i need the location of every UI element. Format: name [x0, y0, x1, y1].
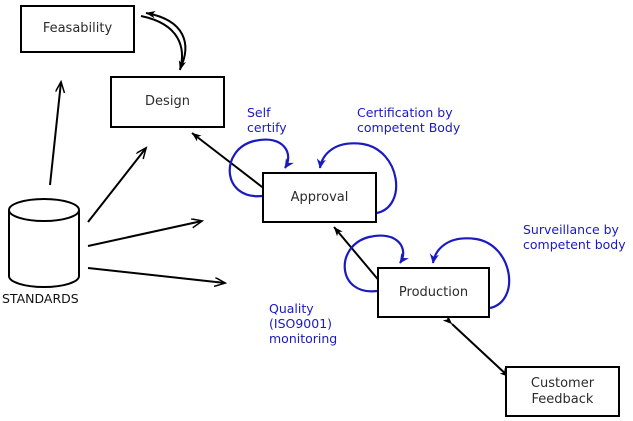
node-feasability-label: Feasability	[42, 21, 113, 36]
annotation-self-certify: Self certify	[247, 105, 287, 135]
node-design-label: Design	[145, 94, 190, 109]
node-approval-label: Approval	[290, 189, 349, 205]
node-feasability[interactable]: Feasability	[20, 5, 135, 53]
node-production[interactable]: Production	[377, 267, 490, 318]
edge-standards-feasability	[49, 82, 61, 186]
node-customer-feedback[interactable]: Customer Feedback	[505, 366, 620, 417]
edge-feasability-to-design	[140, 15, 186, 71]
edge-production-customer-feedback	[442, 315, 510, 378]
node-design[interactable]: Design	[110, 76, 225, 128]
annotation-surveillance: Surveillance by competent body	[523, 222, 626, 252]
node-customer-feedback-label: Customer Feedback	[530, 375, 595, 407]
loop-certification	[316, 142, 398, 215]
node-production-label: Production	[398, 284, 469, 300]
loop-quality-monitoring	[343, 234, 409, 293]
edge-standards-production	[87, 267, 225, 283]
standards-datastore	[8, 198, 80, 288]
loop-self-certify	[228, 138, 294, 198]
edge-production-approval	[333, 226, 390, 293]
annotation-quality-monitoring: Quality (ISO9001) monitoring	[269, 301, 338, 346]
loop-surveillance	[429, 237, 511, 310]
edge-approval-design	[191, 132, 276, 199]
standards-label: STANDARDS	[2, 291, 79, 306]
edge-standards-design	[87, 148, 146, 223]
annotation-certification: Certification by competent Body	[357, 105, 461, 135]
edge-standards-approval	[87, 221, 202, 247]
node-approval[interactable]: Approval	[262, 172, 377, 223]
